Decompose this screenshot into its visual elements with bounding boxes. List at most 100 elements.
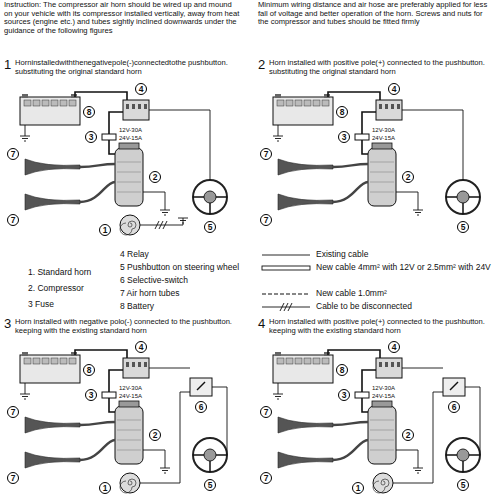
compressor-rib: [117, 192, 141, 193]
wire: [20, 394, 30, 399]
legend-sample-new-thick: [262, 266, 310, 270]
relay-pin: [385, 362, 388, 367]
relay: [123, 100, 149, 120]
wire: [75, 350, 127, 358]
compressor-rib: [117, 450, 141, 451]
parts-list-item: 7 Air horn tubes: [120, 289, 180, 299]
relay-pin: [385, 104, 388, 109]
battery-cell: [42, 358, 49, 364]
air-horn-tube: [25, 159, 80, 175]
battery-cell: [60, 100, 67, 106]
compressor-rib: [370, 172, 394, 173]
callout-number: 3: [338, 389, 350, 401]
wire: [328, 350, 380, 358]
callout-number: 5: [457, 479, 469, 491]
wire: [393, 392, 443, 483]
callout-number: 7: [260, 472, 272, 484]
callout-number: 2: [402, 171, 414, 183]
wire: [149, 368, 190, 369]
figure-number: 4: [258, 317, 265, 330]
battery-cell: [304, 358, 311, 364]
wire: [413, 210, 423, 215]
callout-number: 7: [7, 214, 19, 226]
legend-sample-new-thin: [262, 293, 310, 294]
wire: [25, 383, 26, 394]
standard-horn: [120, 473, 140, 493]
wire: [25, 125, 26, 136]
compressor-head: [372, 401, 392, 407]
compressor: [368, 148, 396, 206]
figure-heading: Horn installed with positive pole(+) con…: [269, 59, 495, 76]
air-hose: [333, 440, 368, 460]
battery-cell: [24, 358, 31, 364]
callout-number: 3: [85, 131, 97, 143]
relay: [123, 358, 149, 378]
wire: [402, 110, 463, 180]
legend-sample-hatch: [280, 303, 292, 311]
wire: [278, 383, 279, 394]
wire: [402, 368, 443, 369]
relay-pin: [379, 362, 382, 367]
parts-list-item: 5 Pushbutton on steering wheel: [120, 263, 239, 273]
callout-number: 8: [336, 106, 348, 118]
battery-terminal: [71, 352, 77, 356]
relay-pin: [138, 104, 141, 109]
callout-number: 1: [99, 224, 111, 236]
fuse-rating: 12V-30A: [119, 385, 142, 392]
compressor-rib: [370, 162, 394, 163]
air-horn-tube: [25, 194, 80, 210]
standard-horn-spiral: [120, 479, 136, 493]
steering-wheel: [193, 438, 227, 472]
wire: [278, 125, 279, 136]
battery-terminal: [275, 352, 281, 356]
compressor: [115, 406, 143, 464]
callout-number: 7: [7, 148, 19, 160]
battery-cell: [33, 100, 40, 106]
battery-cell: [24, 100, 31, 106]
battery-cell: [286, 100, 293, 106]
wire: [160, 468, 170, 473]
relay-pin: [126, 362, 129, 367]
battery-cell: [322, 358, 329, 364]
steering-wheel: [446, 180, 480, 214]
steering-wheel: [193, 180, 227, 214]
figure-number: 2: [258, 58, 265, 71]
battery-cell: [42, 100, 49, 106]
relay-pin: [379, 104, 382, 109]
callout-number: 6: [195, 401, 207, 413]
legend-sample-existing: [262, 255, 310, 256]
compressor-rib: [370, 450, 394, 451]
callout-number: 3: [85, 389, 97, 401]
air-horn-tube: [278, 417, 333, 433]
compressor-rib: [117, 162, 141, 163]
battery-cell: [60, 358, 67, 364]
wire: [75, 92, 127, 100]
air-hose: [80, 440, 115, 460]
selective-switch: [443, 378, 465, 396]
wire: [197, 382, 205, 390]
steering-wheel: [446, 438, 480, 472]
wire: [149, 110, 210, 180]
relay-pin: [132, 104, 135, 109]
compressor-rib: [370, 440, 394, 441]
compressor-rib: [117, 172, 141, 173]
compressor-rib: [370, 430, 394, 431]
callout-number: 7: [7, 406, 19, 418]
wire: [178, 218, 188, 223]
standard-horn: [120, 215, 140, 235]
callout-number: 1: [99, 482, 111, 494]
fuse-rating: 12V-30A: [372, 385, 395, 392]
fuse: [355, 134, 369, 140]
relay: [376, 100, 402, 120]
wiring-figure: [273, 92, 480, 215]
callout-number: 7: [260, 214, 272, 226]
parts-list-item: 1. Standard horn: [28, 268, 91, 278]
wire: [109, 140, 115, 154]
compressor: [115, 148, 143, 206]
standard-horn-spiral: [373, 479, 389, 493]
callout-number: 2: [402, 429, 414, 441]
battery-cell: [304, 100, 311, 106]
fuse-rating: 12V-30A: [119, 127, 142, 134]
wire: [143, 192, 165, 210]
air-horn-tube: [278, 452, 333, 468]
